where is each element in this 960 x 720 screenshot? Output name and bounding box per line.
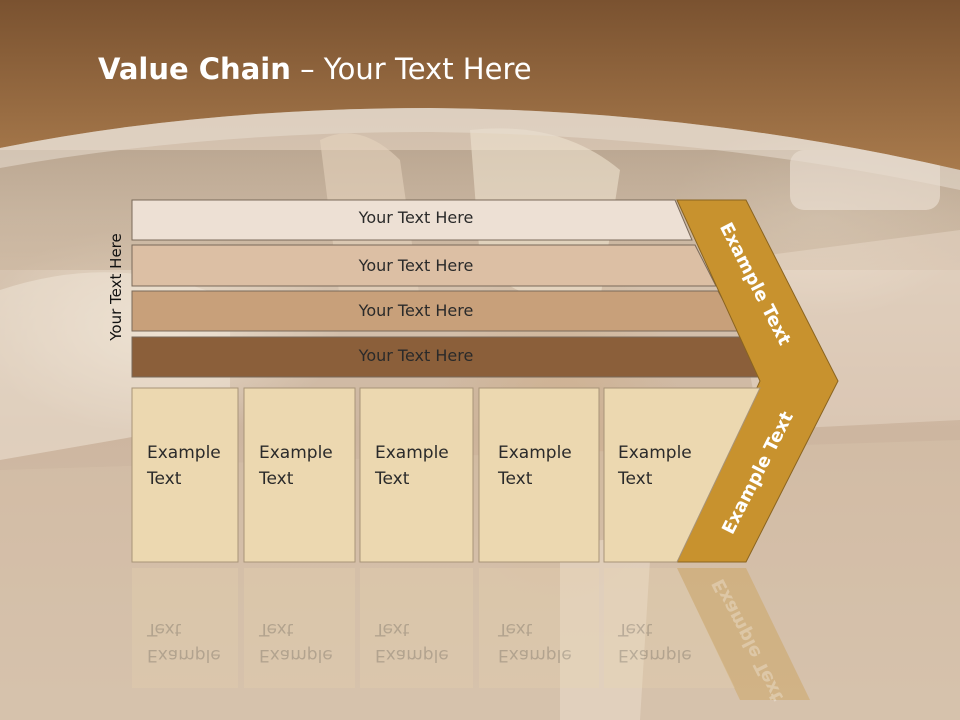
card-4-reflection-text: Example Text (498, 616, 598, 668)
bar-1-label: Your Text Here (358, 208, 474, 227)
card-2-reflection-text: Example Text (259, 616, 359, 668)
title-bold: Value Chain (98, 52, 291, 86)
value-chevron[interactable] (676, 199, 839, 563)
card-reflection-4 (479, 568, 599, 688)
vertical-label: Your Text Here (107, 233, 125, 341)
card-5-reflection-text: Example Text (618, 616, 718, 668)
card-1-reflection-line1: Example (147, 645, 221, 665)
card-4-line1: Example (498, 443, 572, 463)
bar-1[interactable] (131, 199, 693, 241)
activity-card-4[interactable] (478, 387, 600, 563)
card-4-reflection-line2: Text (498, 619, 533, 639)
card-reflection-2 (244, 568, 355, 688)
slide-title: Value Chain – Your Text Here (98, 52, 532, 86)
card-1-reflection-line2: Text (147, 619, 182, 639)
card-2-line1: Example (259, 443, 333, 463)
card-5-line2: Text (618, 469, 653, 489)
card-reflection-5 (604, 568, 735, 688)
card-reflection-1 (132, 568, 238, 688)
card-reflection-3 (360, 568, 473, 688)
card-5-reflection-line2: Text (618, 619, 653, 639)
card-4-reflection-line1: Example (498, 645, 572, 665)
card-5-line1: Example (618, 443, 692, 463)
card-1-line1: Example (147, 443, 221, 463)
card-3-line1: Example (375, 443, 449, 463)
activity-card-2[interactable] (243, 387, 356, 563)
card-2-reflection-line2: Text (259, 619, 294, 639)
card-2-line2: Text (259, 469, 294, 489)
activity-card-3[interactable] (359, 387, 474, 563)
card-4-line2: Text (498, 469, 533, 489)
activity-card-1[interactable] (131, 387, 239, 563)
card-3-line2: Text (375, 469, 410, 489)
bar-4-label: Your Text Here (358, 346, 474, 365)
card-1-line2: Text (147, 469, 182, 489)
title-rest: – Your Text Here (290, 52, 532, 86)
card-5-reflection-line1: Example (618, 645, 692, 665)
card-2-reflection-line1: Example (259, 645, 333, 665)
card-3-reflection-line1: Example (375, 645, 449, 665)
card-1-reflection-text: Example Text (147, 616, 247, 668)
activity-card-5[interactable] (603, 387, 761, 563)
bar-2-label: Your Text Here (358, 256, 474, 275)
value-chevron-reflection (677, 568, 810, 700)
card-3-reflection-text: Example Text (375, 616, 475, 668)
card-3-reflection-line2: Text (375, 619, 410, 639)
bar-3-label: Your Text Here (358, 301, 474, 320)
